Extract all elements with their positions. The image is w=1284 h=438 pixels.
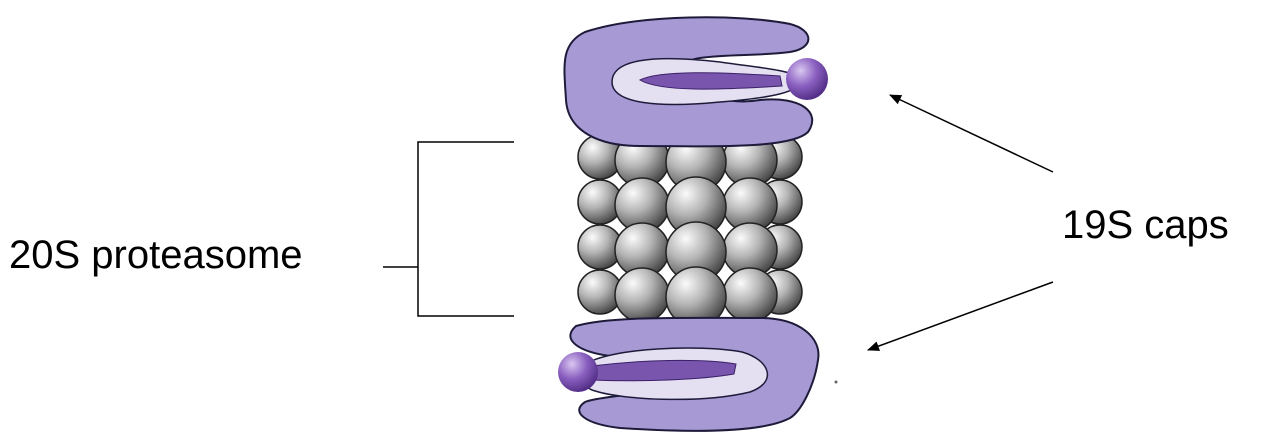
proteasome-label: 20S proteasome [9,233,303,277]
proteasome-bracket [383,142,514,316]
core-sphere [723,268,777,322]
bottom-cap-knob-icon [558,352,598,392]
bottom-cap-arrow [868,282,1053,350]
small-dot-icon [835,381,838,384]
bottom-cap-icon [558,318,838,431]
top-cap-icon [564,17,828,146]
top-cap-knob-icon [786,58,828,100]
top-cap-arrow [890,95,1053,172]
core-sphere [615,268,669,322]
proteasome-core-icon [578,132,802,327]
caps-label: 19S caps [1062,203,1229,247]
